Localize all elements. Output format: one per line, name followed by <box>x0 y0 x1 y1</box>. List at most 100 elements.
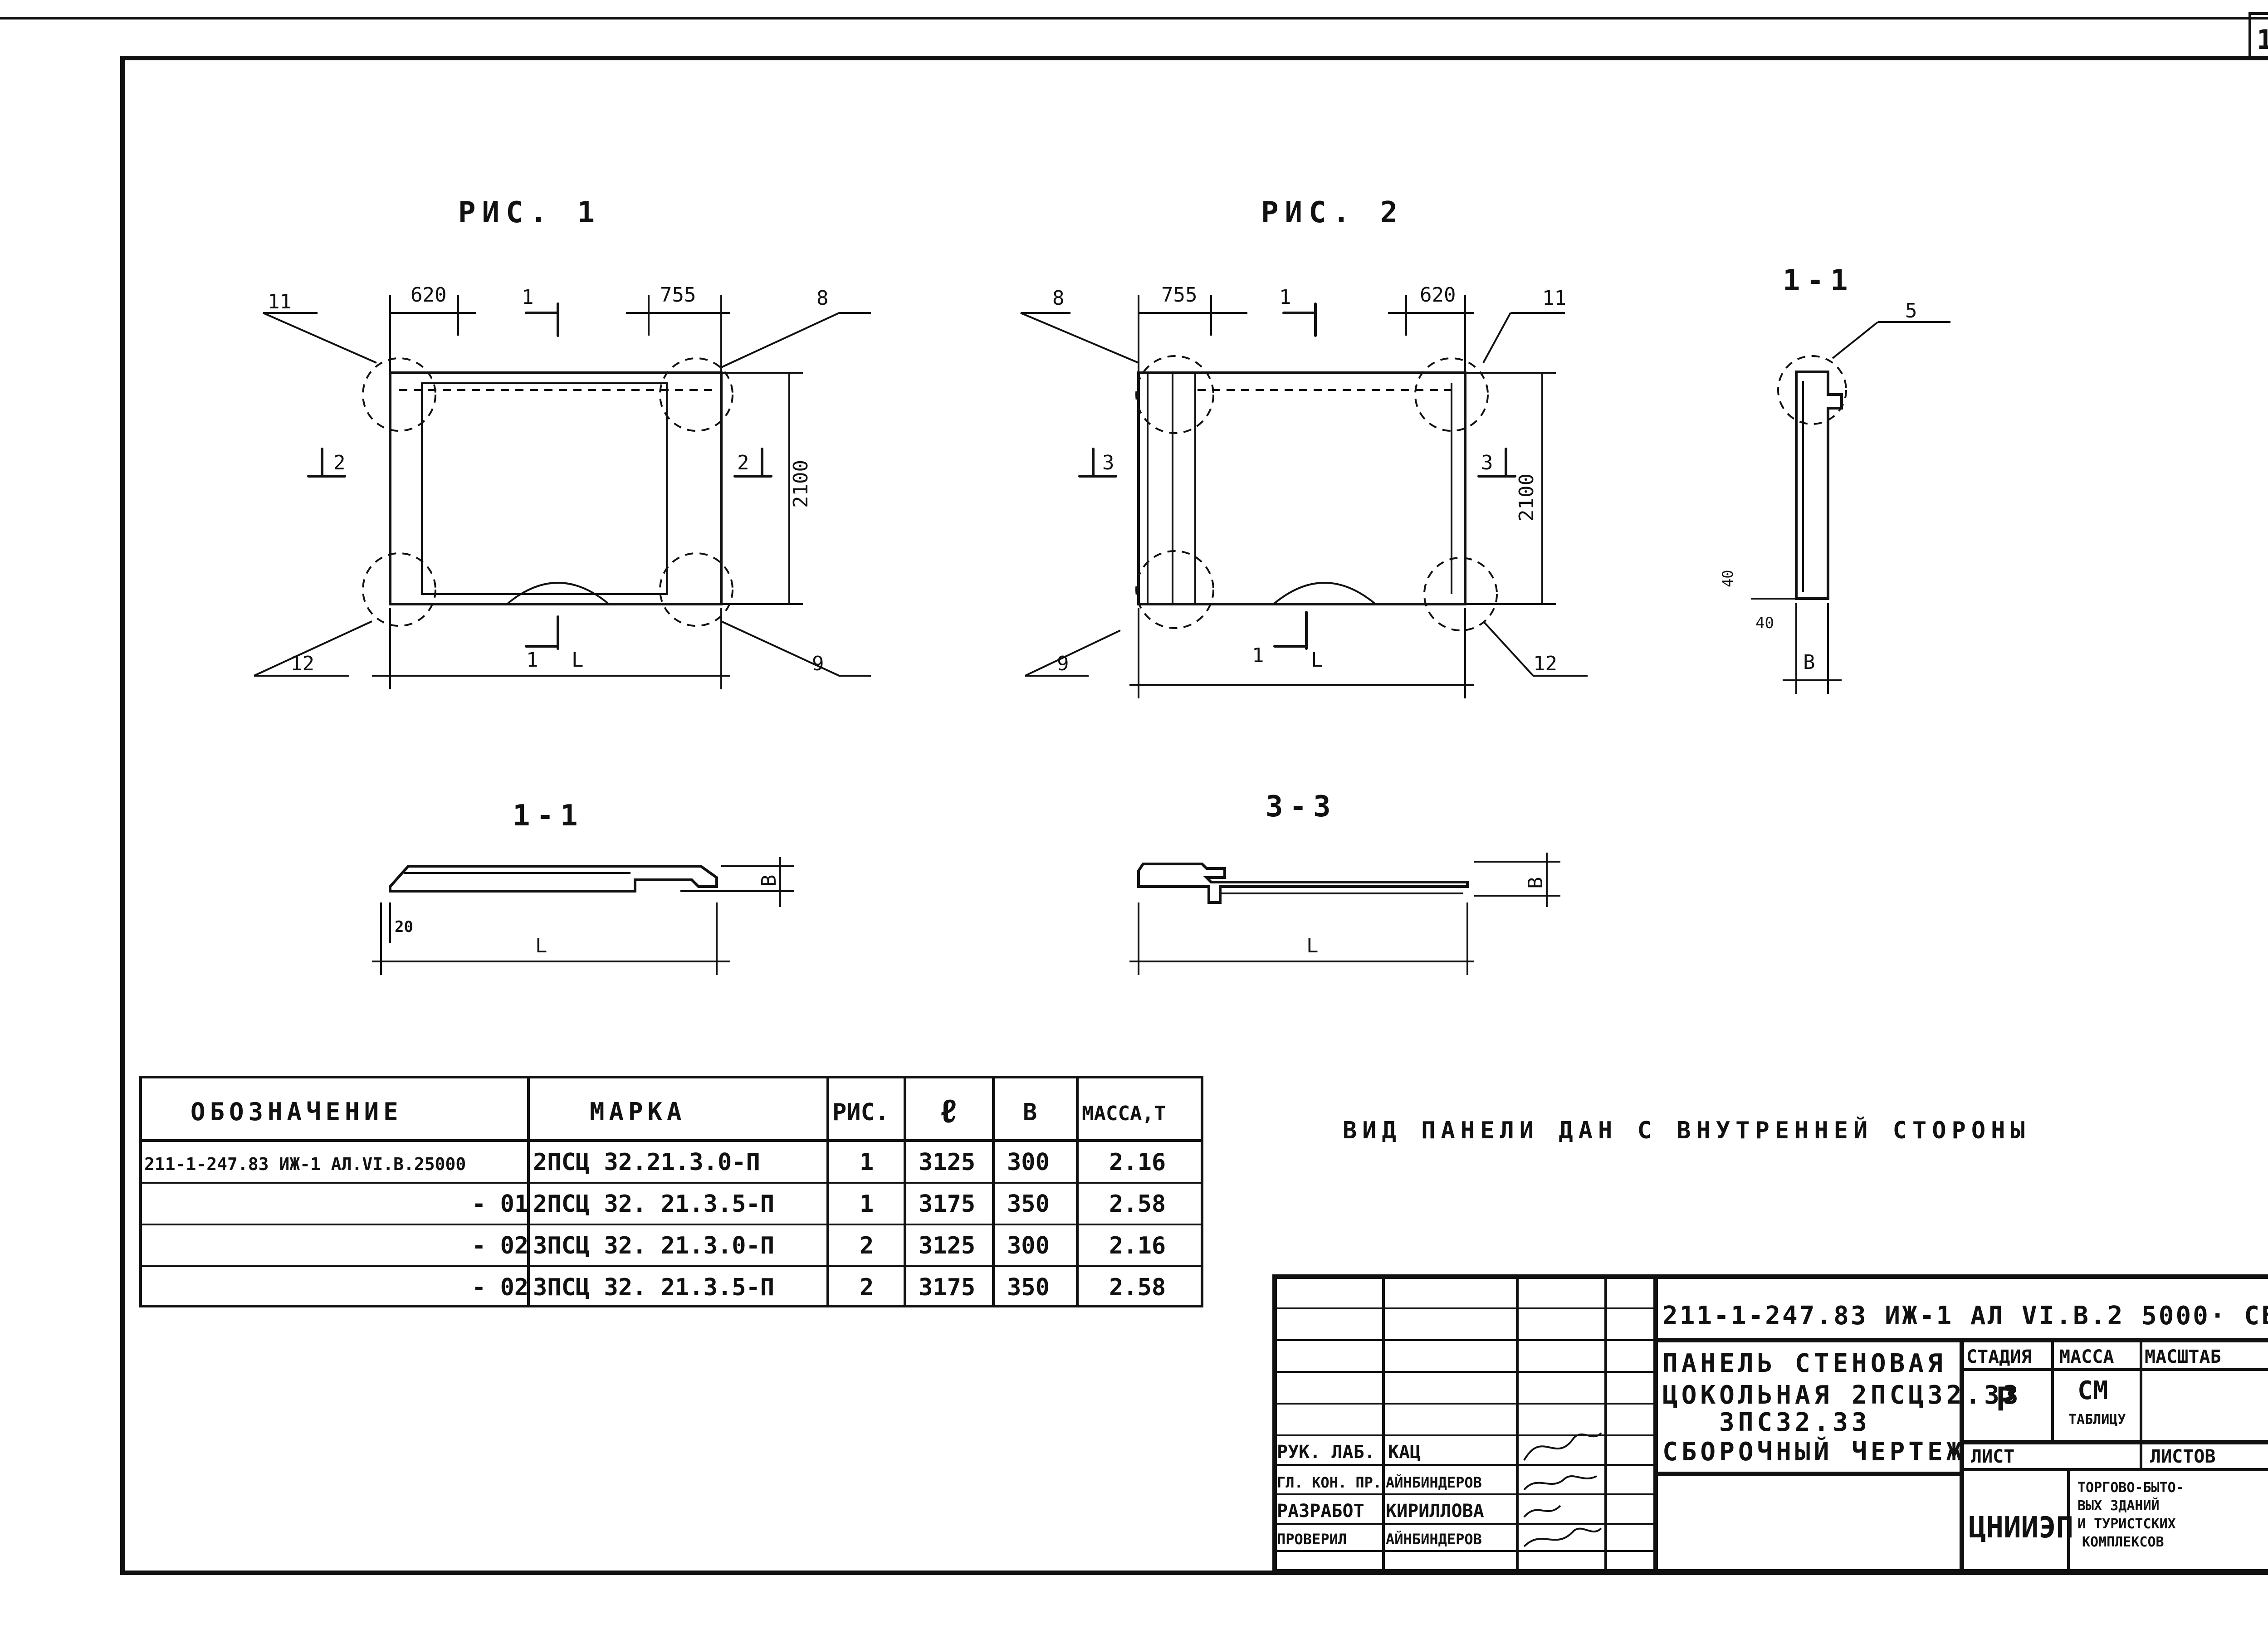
fig1-callout-tr: 8 <box>816 287 829 310</box>
spec-row3-l: 3125 <box>919 1232 975 1259</box>
fig1-callout-tl: 11 <box>268 290 292 313</box>
section-1-dim-l: L <box>535 934 547 957</box>
spec-row4-l: 3175 <box>919 1274 975 1301</box>
fig1-callout-circle-tr <box>659 357 733 432</box>
fig1-callout-bl: 12 <box>290 652 314 675</box>
fig2-leader-tl <box>1020 312 1139 364</box>
fig2-dim-right: 620 <box>1420 283 1456 307</box>
fig1-callout-circle-tl <box>362 357 436 432</box>
tb-staff-name-1: КАЦ <box>1388 1442 1421 1463</box>
fig2-cut-top: 1 <box>1279 286 1291 309</box>
section-3-dim-b: B <box>1524 877 1547 889</box>
fig2-dim-left: 755 <box>1161 283 1197 307</box>
section-1-dim-b: B <box>758 875 781 887</box>
tb-org-desc-4: КОМПЛЕКСОВ <box>2082 1534 2164 1550</box>
tb-code: 211-1-247.83 ИЖ-1 АЛ VI.В.2 5000· СБ <box>1662 1301 2268 1331</box>
fig1-cut-top: 1 <box>522 286 534 309</box>
tb-org-desc-2: ВЫХ ЗДАНИЙ <box>2077 1497 2160 1514</box>
fig2-callout-tr: 11 <box>1542 287 1566 310</box>
section-3-dim-l: L <box>1306 934 1319 957</box>
spec-header-mark: МАРКА <box>590 1097 686 1126</box>
spec-row4-b: 350 <box>1007 1274 1050 1301</box>
fig1-bottom-arc <box>507 582 609 604</box>
fig2-title: РИС. 2 <box>1261 196 1404 229</box>
title-block: РУК. ЛАБ. КАЦ ГЛ. КОН. ПР. АЙНБИНДЕРОВ Р… <box>1272 1274 2268 1574</box>
spec-row2-l: 3175 <box>919 1190 975 1218</box>
tb-signature-3 <box>1523 1505 1561 1518</box>
fig1-dim-right: 755 <box>660 283 696 307</box>
side-section-dim-b: B <box>1803 651 1815 674</box>
tb-signature-2 <box>1523 1475 1597 1491</box>
section-3-3: 3-3 B L <box>1129 790 1560 975</box>
fig1-title: РИС. 1 <box>458 196 601 229</box>
tb-staff-name-3: КИРИЛЛОВА <box>1386 1501 1484 1522</box>
fig1-leader-br <box>721 620 840 677</box>
tb-name-line-1: ПАНЕЛЬ СТЕНОВАЯ <box>1662 1349 1946 1378</box>
tb-org: ЦНИИЭП <box>1969 1511 2073 1545</box>
fig2-leader-tr <box>1482 312 1511 363</box>
tb-mass-value: СМ <box>2077 1376 2108 1405</box>
spec-row3-mass: 2.16 <box>1109 1232 1166 1259</box>
spec-row1-fig: 1 <box>860 1149 874 1176</box>
tb-staff-role-2: ГЛ. КОН. ПР. <box>1277 1474 1382 1491</box>
fig1-leader-tr <box>721 312 840 368</box>
sheet-number: 16 <box>2257 24 2268 56</box>
side-section: 1-1 5 B 40 40 <box>1719 264 1950 694</box>
spec-row1-l: 3125 <box>919 1149 975 1176</box>
side-section-dim-small2: 40 <box>1755 614 1774 632</box>
section-1-title: 1-1 <box>513 799 584 833</box>
fig2-cut-left: 3 <box>1102 451 1114 474</box>
side-section-title: 1-1 <box>1783 264 1854 298</box>
spec-row2-designation: - 01 <box>472 1190 528 1218</box>
drawing-frame <box>120 56 2268 1575</box>
fig2-callout-circle-br <box>1423 557 1498 631</box>
tb-staff-role-3: РАЗРАБОТ <box>1277 1501 1364 1522</box>
spec-row4-designation: - 02 <box>472 1274 528 1301</box>
side-section-dim-small1: 40 <box>1719 570 1736 587</box>
spec-row2-mass: 2.58 <box>1109 1190 1166 1218</box>
fig2-callout-tl: 8 <box>1052 287 1065 310</box>
fig2-callout-circle-bl <box>1135 550 1214 629</box>
spec-row1-mark: 2ПСЦ 32.21.3.0-П <box>533 1149 760 1176</box>
fig2-cut-right: 3 <box>1481 451 1493 474</box>
fig1-callout-circle-bl <box>362 552 436 627</box>
tb-org-desc-1: ТОРГОВО-БЫТО- <box>2077 1480 2184 1496</box>
fig2-callout-br: 12 <box>1533 652 1557 675</box>
spec-row1-b: 300 <box>1007 1149 1050 1176</box>
tb-signature-4 <box>1523 1527 1602 1547</box>
spec-header-l: ℓ <box>939 1092 958 1130</box>
tb-staff-name-2: АЙНБИНДЕРОВ <box>1386 1474 1482 1491</box>
section-1-1: 1-1 B L 20 <box>372 799 794 975</box>
view-caption: ВИД ПАНЕЛИ ДАН С ВНУТРЕННЕЙ СТОРОНЫ <box>1343 1117 2030 1144</box>
spec-row4-mass: 2.58 <box>1109 1274 1166 1301</box>
fig2-dim-length: L <box>1311 649 1323 672</box>
tb-scale-label: МАСШТАБ <box>2145 1346 2221 1367</box>
fig1-leader-bl <box>254 620 372 677</box>
title-block-frame <box>1272 1274 2268 1574</box>
section-1-profile <box>389 865 718 893</box>
tb-name-line-3: 3ПС32.33 <box>1719 1408 1871 1437</box>
spec-row3-mark: 3ПСЦ 32. 21.3.0-П <box>533 1232 774 1259</box>
side-section-callout-circle <box>1777 355 1847 425</box>
section-1-dim-20: 20 <box>395 918 413 936</box>
fig2-panel-outline <box>1137 371 1466 605</box>
tb-org-desc-3: И ТУРИСТСКИХ <box>2077 1516 2176 1532</box>
tb-stage-value: Р <box>1996 1380 2015 1418</box>
spec-table-frame <box>139 1076 1203 1307</box>
fig2-callout-circle-tr <box>1414 357 1489 432</box>
tb-sheets-label: ЛИСТОВ <box>2150 1446 2216 1467</box>
fig1-cut-left: 2 <box>333 451 346 474</box>
spec-row1-designation: 211-1-247.83 ИЖ-1 АЛ.VI.В.25000 <box>144 1154 466 1174</box>
fig1-callout-circle-br <box>659 552 733 627</box>
tb-sheet-label: ЛИСТ <box>1971 1446 2014 1467</box>
tb-staff-name-4: АЙНБИНДЕРОВ <box>1386 1531 1482 1548</box>
fig1-callout-br: 9 <box>812 652 824 675</box>
fig2-callout-circle-tl <box>1135 355 1214 434</box>
section-3-profile <box>1137 863 1469 904</box>
spec-row4-mark: 3ПСЦ 32. 21.3.5-П <box>533 1274 774 1301</box>
tb-name-line-2: ЦОКОЛЬНАЯ 2ПСЦ32.33 <box>1662 1380 2022 1410</box>
tb-mass-label: МАССА <box>2059 1346 2114 1367</box>
spec-row2-fig: 1 <box>860 1190 874 1218</box>
spec-header-mass: МАССА,Т <box>1082 1102 1166 1125</box>
